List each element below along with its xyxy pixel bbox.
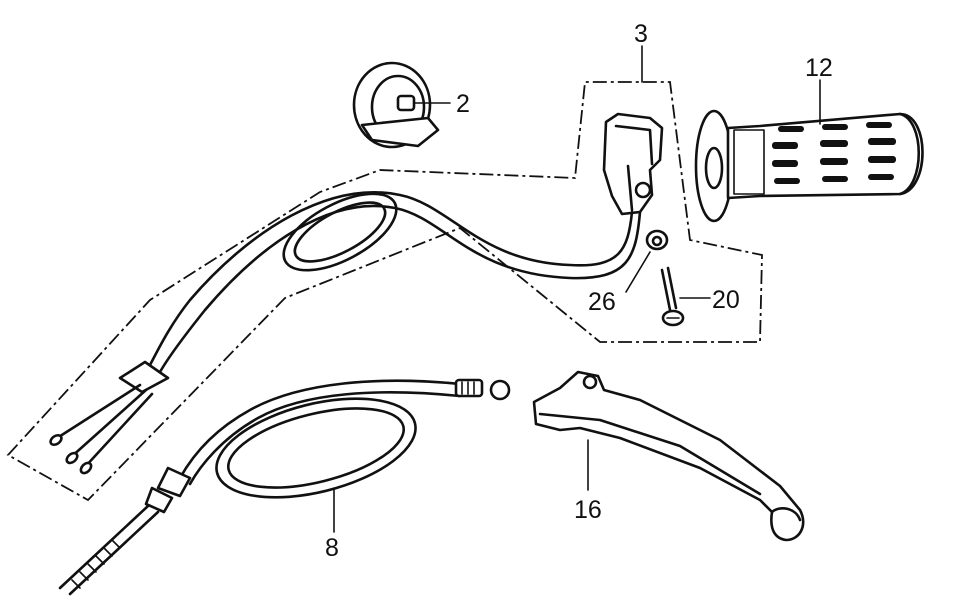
callout-3: 3 [634, 20, 648, 48]
callout-12: 12 [805, 54, 833, 82]
callout-26: 26 [588, 288, 616, 316]
callout-16: 16 [574, 496, 602, 524]
callout-20: 20 [712, 286, 740, 314]
callout-8: 8 [325, 534, 339, 562]
leader-line-26 [625, 251, 651, 293]
cable-part-8[interactable] [58, 378, 511, 596]
switch-housing-part-3[interactable] [602, 112, 664, 216]
callout-2: 2 [456, 90, 470, 118]
assembly-outline [6, 81, 763, 502]
washer-part-26[interactable] [645, 229, 669, 251]
brake-lever-part-16[interactable] [532, 370, 805, 542]
handle-grip-part-12[interactable] [694, 109, 924, 223]
throttle-housing-part-2[interactable] [352, 61, 440, 149]
switch-wire-harness [49, 191, 642, 475]
screw-part-20[interactable] [660, 266, 685, 327]
